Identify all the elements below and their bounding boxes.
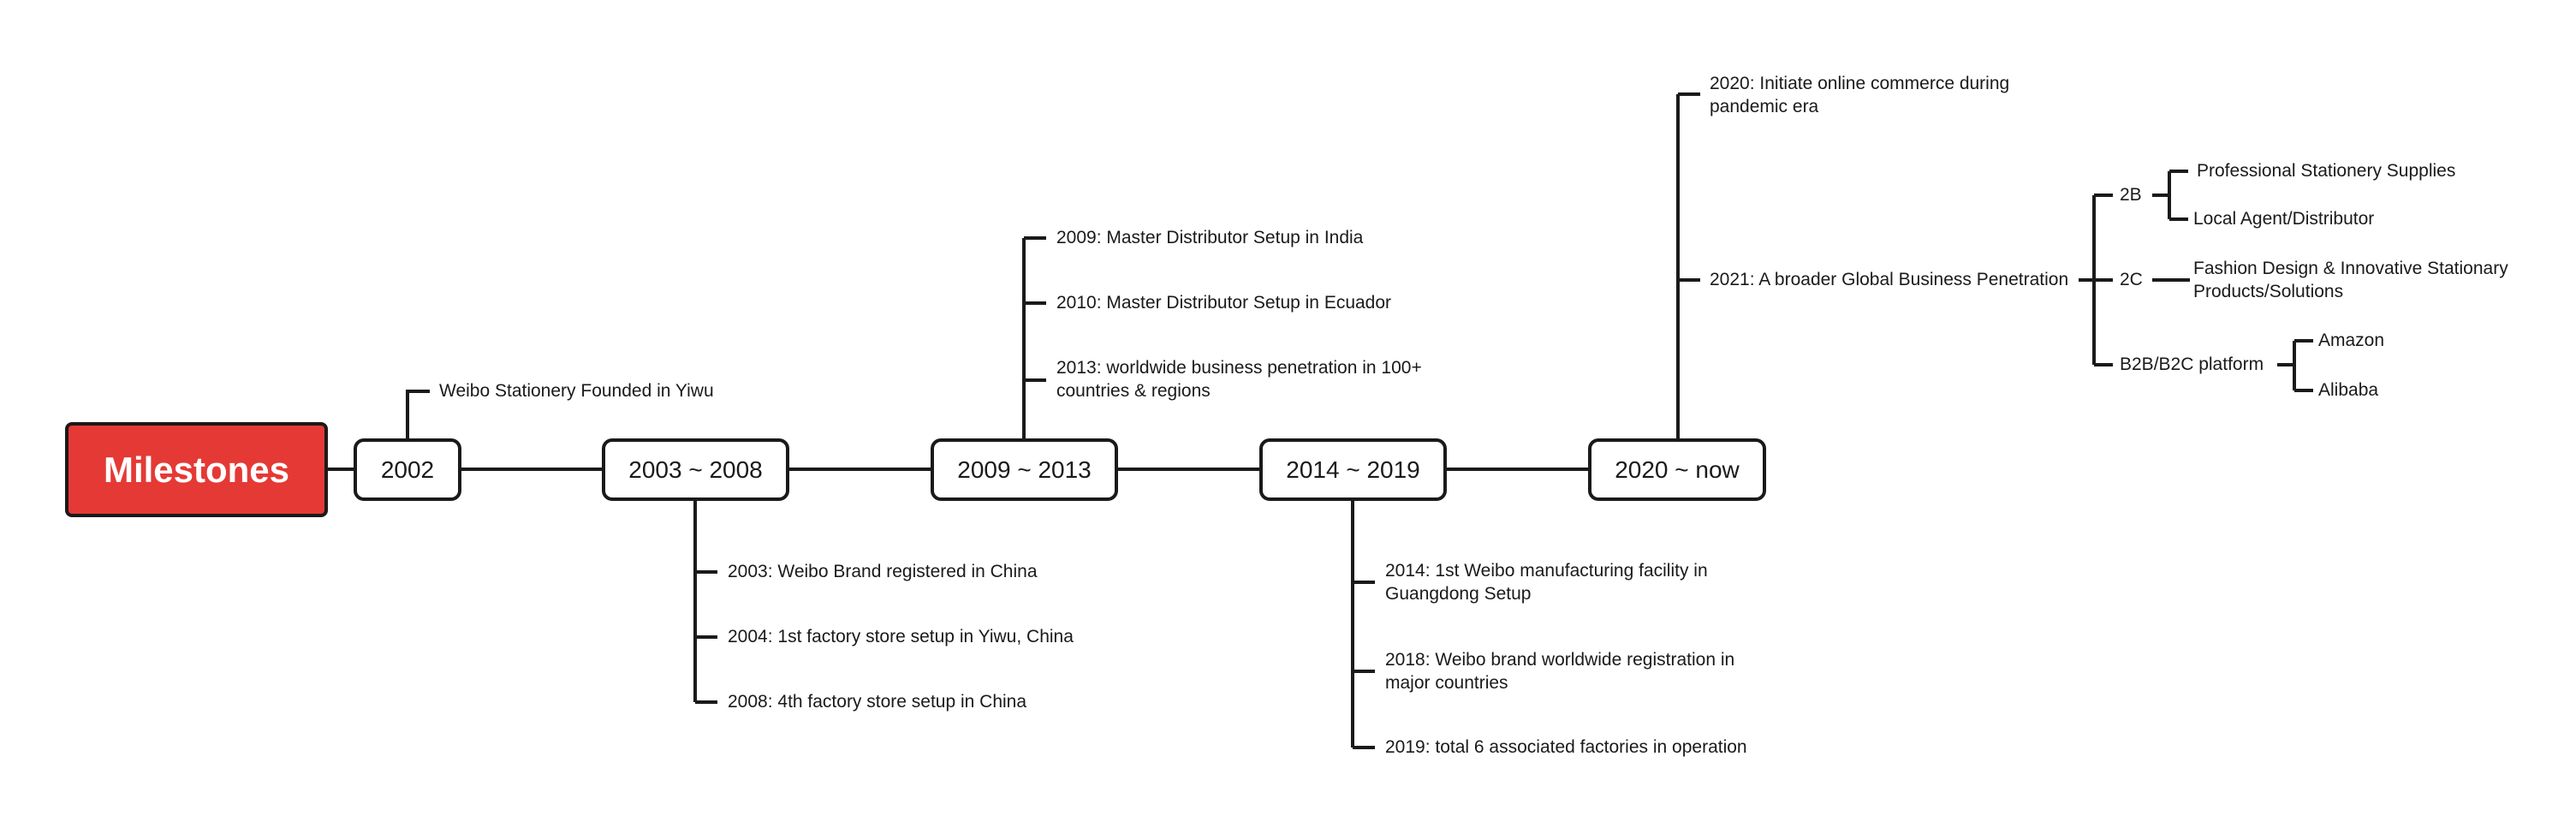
period-node-2009-2013: 2009 ~ 2013 bbox=[931, 438, 1118, 501]
milestone-item: 2003: Weibo Brand registered in China bbox=[728, 562, 1038, 581]
milestone-item: 2019: total 6 associated factories in op… bbox=[1385, 737, 1747, 757]
period-node-2003-2008: 2003 ~ 2008 bbox=[602, 438, 789, 501]
milestone-item: 2009: Master Distributor Setup in India bbox=[1056, 228, 1364, 247]
milestone-item: 2008: 4th factory store setup in China bbox=[728, 692, 1027, 712]
milestone-item: Weibo Stationery Founded in Yiwu bbox=[439, 381, 714, 401]
milestone-item: 2021: A broader Global Business Penetrat… bbox=[1710, 270, 2069, 289]
period-node-2002: 2002 bbox=[354, 438, 461, 501]
milestone-item: 2020: Initiate online commerce during pa… bbox=[1710, 74, 2010, 116]
period-node-2020-now: 2020 ~ now bbox=[1588, 438, 1766, 501]
channel-label-2c: 2C bbox=[2120, 270, 2143, 289]
channel-item: Fashion Design & Innovative Stationary P… bbox=[2193, 259, 2508, 301]
channel-item: Local Agent/Distributor bbox=[2193, 209, 2375, 229]
milestone-item: 2018: Weibo brand worldwide registration… bbox=[1385, 650, 1735, 693]
milestone-item: 2014: 1st Weibo manufacturing facility i… bbox=[1385, 561, 1708, 604]
milestone-item: 2013: worldwide business penetration in … bbox=[1056, 358, 1422, 401]
root-milestones-node: Milestones bbox=[65, 422, 328, 517]
channel-item: Alibaba bbox=[2318, 380, 2379, 400]
channel-item: Professional Stationery Supplies bbox=[2197, 161, 2456, 181]
milestone-item: 2004: 1st factory store setup in Yiwu, C… bbox=[728, 627, 1074, 646]
period-node-2014-2019: 2014 ~ 2019 bbox=[1259, 438, 1447, 501]
channel-label-2b: 2B bbox=[2120, 185, 2142, 205]
channel-label-platform: B2B/B2C platform bbox=[2120, 354, 2264, 374]
milestone-item: 2010: Master Distributor Setup in Ecuado… bbox=[1056, 293, 1392, 313]
channel-item: Amazon bbox=[2318, 331, 2385, 350]
